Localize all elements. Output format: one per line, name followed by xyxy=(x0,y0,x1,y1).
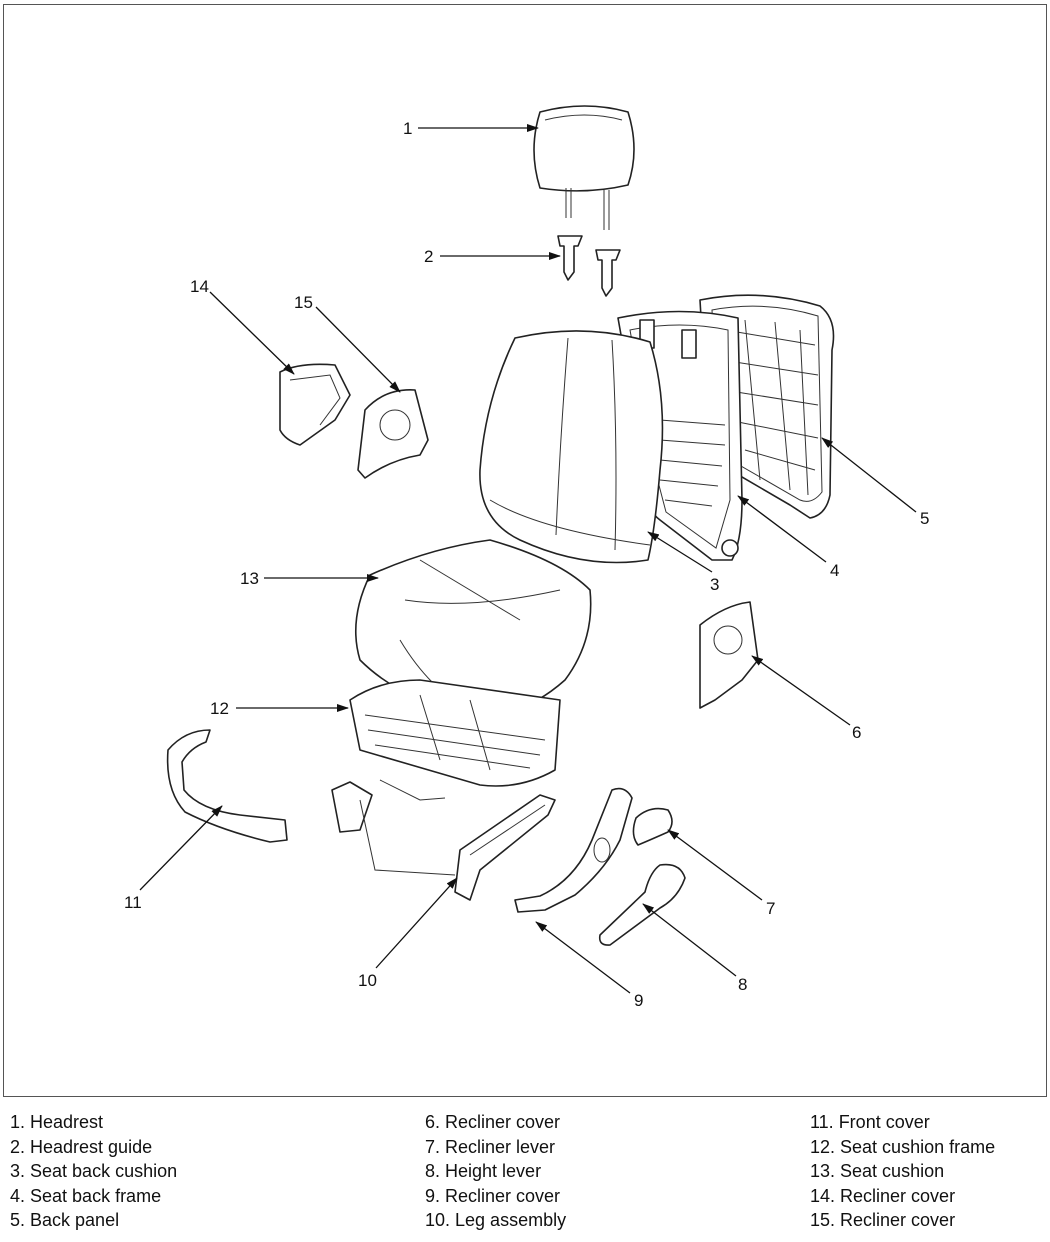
seat-cushion-frame xyxy=(349,679,561,787)
leader-10 xyxy=(375,877,458,969)
legend-column-3: 11. Front cover 12. Seat cushion frame 1… xyxy=(810,1110,995,1233)
callout-labels: 1 2 3 4 5 6 7 8 9 10 11 12 13 14 15 xyxy=(124,119,929,1010)
legend-item: 15. Recliner cover xyxy=(810,1210,956,1230)
seat-back-cushion xyxy=(479,330,664,564)
legend-item: 6. Recliner cover xyxy=(425,1112,561,1132)
legend-item: 14. Recliner cover xyxy=(810,1185,956,1206)
callout-10: 10 xyxy=(358,971,377,990)
recliner-cover-14 xyxy=(279,363,351,446)
legend-item: 7. Recliner lever xyxy=(425,1136,556,1157)
callout-14: 14 xyxy=(190,277,209,296)
legend-item: 9. Recliner cover xyxy=(425,1185,561,1206)
leader-9 xyxy=(535,921,631,994)
legend-item: 10. Leg assembly xyxy=(425,1210,567,1230)
callout-13: 13 xyxy=(240,569,259,588)
recliner-cover-15 xyxy=(357,389,429,479)
legend-item: 8. Height lever xyxy=(425,1161,542,1181)
legend-item: 1. Headrest xyxy=(10,1112,104,1132)
callout-3: 3 xyxy=(710,575,719,594)
leader-15 xyxy=(315,306,401,393)
leader-4 xyxy=(737,495,827,563)
callout-6: 6 xyxy=(852,723,861,742)
leader-3 xyxy=(647,531,713,573)
front-cover xyxy=(166,729,288,843)
callout-5: 5 xyxy=(920,509,929,528)
exploded-seat-diagram: 1 2 3 4 5 6 7 8 9 10 11 12 13 14 15 xyxy=(124,105,929,1010)
diagram-frame xyxy=(3,4,1047,1097)
legend-item: 4. Seat back frame xyxy=(10,1185,162,1206)
parts-legend: 1. Headrest 2. Headrest guide 3. Seat ba… xyxy=(0,1110,1050,1240)
legend-item: 12. Seat cushion frame xyxy=(810,1136,996,1157)
leader-11 xyxy=(139,805,223,891)
headrest-guide xyxy=(557,235,621,297)
callout-4: 4 xyxy=(830,561,839,580)
callout-11: 11 xyxy=(124,893,142,912)
legend-item: 13. Seat cushion xyxy=(810,1161,945,1181)
recliner-lever xyxy=(632,807,673,846)
callout-1: 1 xyxy=(403,119,412,138)
leader-6 xyxy=(751,655,851,726)
leg-assembly xyxy=(331,779,556,901)
leader-8 xyxy=(642,903,737,977)
height-lever xyxy=(598,863,686,946)
leader-7 xyxy=(667,829,763,901)
headrest xyxy=(533,105,635,230)
legend-column-1: 1. Headrest 2. Headrest guide 3. Seat ba… xyxy=(10,1110,177,1233)
callout-9: 9 xyxy=(634,991,643,1010)
legend-item: 11. Front cover xyxy=(810,1112,930,1132)
callout-15: 15 xyxy=(294,293,313,312)
recliner-cover-6 xyxy=(699,601,759,709)
legend-column-2: 6. Recliner cover 7. Recliner lever 8. H… xyxy=(425,1110,566,1233)
legend-item: 2. Headrest guide xyxy=(10,1136,153,1157)
callout-8: 8 xyxy=(738,975,747,994)
callout-7: 7 xyxy=(766,899,775,918)
legend-item: 3. Seat back cushion xyxy=(10,1161,178,1181)
seat-cushion xyxy=(355,539,592,717)
callout-2: 2 xyxy=(424,247,433,266)
recliner-cover-9 xyxy=(514,787,633,913)
leader-lines xyxy=(139,124,917,994)
legend-item: 5. Back panel xyxy=(10,1210,120,1230)
leader-5 xyxy=(821,437,917,513)
leader-14 xyxy=(209,291,295,375)
callout-12: 12 xyxy=(210,699,229,718)
